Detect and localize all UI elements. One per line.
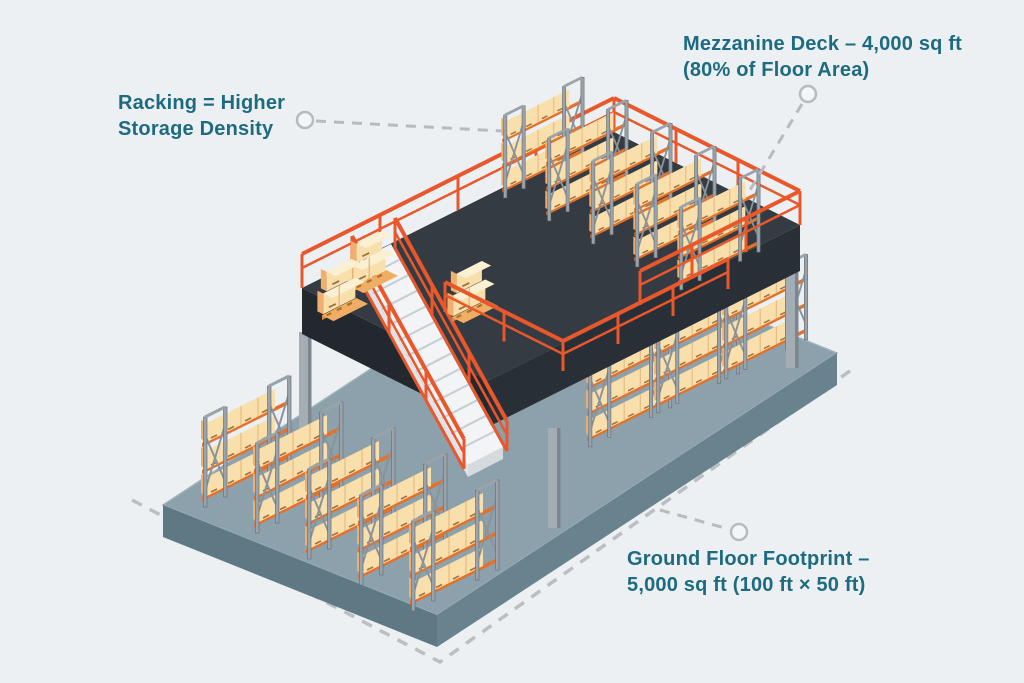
callout-racking: Racking = Higher Storage Density [118,90,285,142]
callout-ground-floor-line2: 5,000 sq ft (100 ft × 50 ft) [627,574,866,596]
callout-mezzanine-line1: Mezzanine Deck – 4,000 sq ft [683,33,963,55]
leader-mezzanine-dot [798,84,818,104]
stair-handrail-right [393,217,509,452]
callout-racking-line1: Racking = Higher [118,92,286,114]
leader-ground-dot [729,522,749,542]
deck-columns [299,266,799,434]
deck-railing-front [443,189,802,371]
floor-outline-dashed [131,366,856,665]
leader-ground [659,508,726,530]
leader-racking-dot [295,110,315,130]
callout-mezzanine: Mezzanine Deck – 4,000 sq ft (80% of Flo… [683,31,962,83]
deck-column-center [548,428,561,528]
callout-mezzanine-line2: (80% of Floor Area) [683,59,870,81]
callout-ground-floor-line1: Ground Floor Footprint – [627,548,870,570]
leader-racking [315,119,503,133]
callout-ground-floor: Ground Floor Footprint – 5,000 sq ft (10… [627,546,870,598]
leader-lines [295,84,818,542]
callout-racking-line2: Storage Density [118,118,274,140]
